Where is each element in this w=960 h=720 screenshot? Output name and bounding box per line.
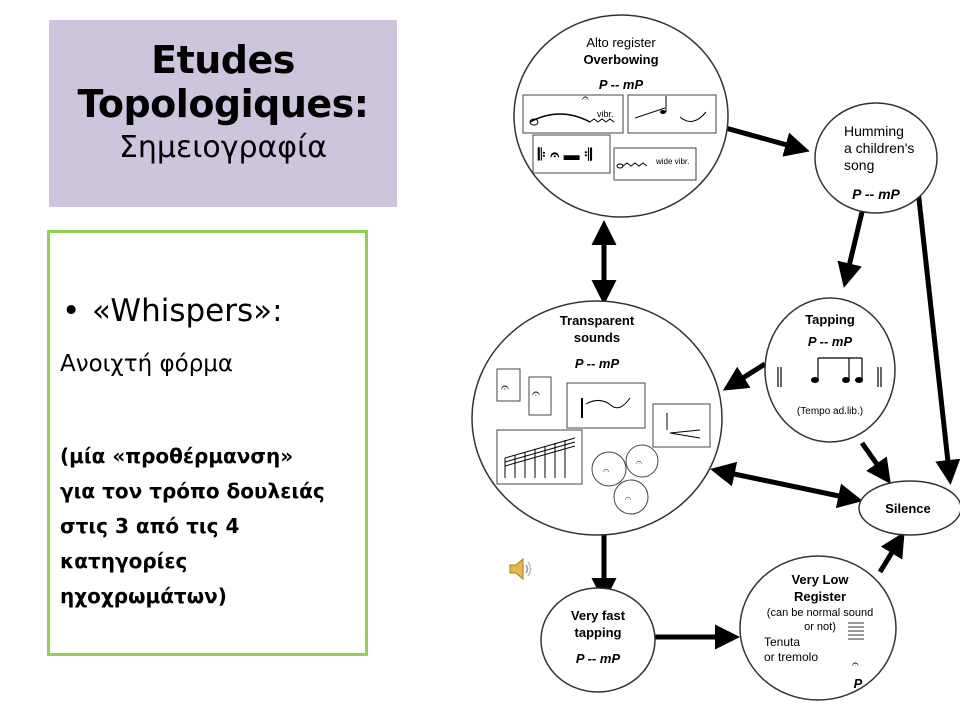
note-block: (μία «προθέρμανση» για τον τρόπο δουλειά… bbox=[60, 439, 325, 614]
alto-dynamics: P -- mP bbox=[599, 77, 644, 92]
notation-box bbox=[496, 368, 521, 402]
content-box: • «Whispers»: Ανοιχτή φόρμα (μία «προθέρμ… bbox=[47, 230, 368, 656]
bullet-dot-icon: • bbox=[62, 293, 81, 329]
low-label-1: Very Low bbox=[791, 572, 849, 587]
node-silence: Silence bbox=[858, 480, 960, 536]
tapping-label: Tapping bbox=[805, 312, 855, 327]
vibr-label: vibr. bbox=[597, 109, 614, 119]
humming-label-3: song bbox=[844, 157, 874, 173]
notation-box bbox=[496, 429, 583, 485]
arrow-tapping-transparent bbox=[722, 361, 767, 391]
low-label-5: Tenuta bbox=[764, 635, 800, 649]
tapping-tempo: (Tempo ad.lib.) bbox=[797, 406, 863, 417]
low-staff-icon bbox=[848, 622, 864, 640]
transparent-dynamics: P -- mP bbox=[575, 356, 620, 371]
arrow-humming-silence bbox=[915, 189, 960, 485]
repeat-icon: 𝄆 𝄐 ▬ 𝄇 bbox=[537, 147, 593, 164]
notation-box bbox=[652, 403, 711, 448]
bullet-item: • «Whispers»: bbox=[62, 293, 283, 329]
low-label-4: or not) bbox=[804, 621, 836, 633]
low-label-3: (can be normal sound bbox=[767, 607, 873, 619]
low-label-2: Register bbox=[794, 589, 846, 604]
note-line: ηχοχρωμάτων) bbox=[60, 584, 227, 608]
low-dynamics: P bbox=[854, 676, 863, 691]
fast-label-2: tapping bbox=[575, 625, 622, 640]
arrow-alto-humming bbox=[721, 124, 810, 157]
node-tapping: Tapping P -- mP (Tempo ad.lib.) bbox=[764, 297, 896, 443]
notation-circle bbox=[625, 444, 659, 478]
notation-circle bbox=[613, 479, 649, 515]
arrow-humming-tapping bbox=[837, 211, 865, 288]
fermata-icon: 𝄐 bbox=[636, 457, 642, 469]
humming-dynamics: P -- mP bbox=[852, 186, 900, 202]
note-line: για τον τρόπο δουλειάς bbox=[60, 479, 325, 503]
fast-dynamics: P -- mP bbox=[576, 651, 621, 666]
slide-subtitle: Σημειογραφία bbox=[118, 130, 328, 165]
notation-box bbox=[522, 94, 624, 134]
node-humming: Humming a children's song P -- mP bbox=[814, 102, 938, 214]
fast-label-1: Very fast bbox=[571, 608, 626, 623]
slide-title-line1: Etudes bbox=[151, 38, 295, 82]
tapping-dynamics: P -- mP bbox=[808, 334, 853, 349]
arrow-low-silence bbox=[877, 531, 905, 574]
transparent-label-1: Transparent bbox=[560, 313, 635, 328]
alto-label-1: Alto register bbox=[586, 35, 656, 50]
fermata-icon: 𝄐 bbox=[532, 385, 540, 401]
bullet-text: «Whispers»: bbox=[92, 293, 283, 329]
fermata-icon: 𝄐 bbox=[603, 465, 609, 477]
wide-vibr-label: wide vibr. bbox=[655, 157, 689, 166]
node-alto-register: Alto register Overbowing P -- mP 𝄐 vibr.… bbox=[513, 14, 729, 218]
notation-box bbox=[566, 382, 646, 429]
notation-box bbox=[528, 376, 552, 416]
silence-label: Silence bbox=[885, 501, 931, 516]
speaker-icon[interactable] bbox=[508, 556, 534, 582]
alto-label-2: Overbowing bbox=[583, 52, 658, 67]
humming-label-2: a children's bbox=[844, 140, 914, 156]
slide-title-line2: Topologiques: bbox=[77, 82, 370, 126]
node-transparent-sounds: Transparent sounds P -- mP 𝄐 𝄐 𝄐 𝄐 𝄐 bbox=[471, 300, 723, 536]
note-line: κατηγορίες bbox=[60, 549, 188, 573]
note-line: (μία «προθέρμανση» bbox=[60, 444, 294, 468]
low-label-6: or tremolo bbox=[764, 650, 818, 664]
arrow-tapping-silence bbox=[859, 441, 891, 485]
humming-label-1: Humming bbox=[844, 123, 904, 139]
notation-box bbox=[627, 94, 717, 134]
arrow-silence-transparent bbox=[710, 461, 863, 509]
fermata-icon: 𝄐 bbox=[501, 379, 509, 395]
fermata-icon: 𝄐 bbox=[582, 91, 589, 105]
note-line: στις 3 από τις 4 bbox=[60, 514, 240, 538]
transparent-label-2: sounds bbox=[574, 330, 620, 345]
node-very-fast-tapping: Very fast tapping P -- mP bbox=[540, 587, 656, 693]
form-description: Ανοιχτή φόρμα bbox=[60, 351, 234, 377]
fermata-icon: 𝄐 bbox=[625, 493, 631, 505]
fermata-icon: 𝄐 bbox=[852, 657, 859, 671]
notation-circle bbox=[591, 451, 627, 487]
title-box: Etudes Topologiques: Σημειογραφία bbox=[49, 20, 397, 207]
diagram-arrows bbox=[591, 124, 960, 650]
node-very-low-register: Very Low Register (can be normal sound o… bbox=[739, 555, 897, 701]
notation-box bbox=[532, 134, 611, 174]
tapping-notation bbox=[777, 357, 882, 387]
